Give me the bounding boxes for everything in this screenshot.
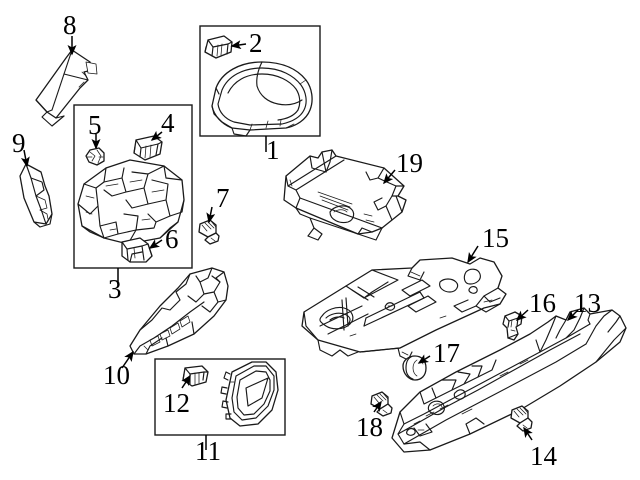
callout-label-2[interactable]: 2 (249, 28, 263, 58)
part-a-pillar-trim-upper (35, 49, 98, 127)
callout-label-14[interactable]: 14 (530, 441, 557, 471)
callout-label-13[interactable]: 13 (574, 288, 601, 318)
part-display-bezel-assembly (220, 361, 279, 427)
callout-label-19[interactable]: 19 (396, 148, 423, 178)
group-box-3 (73, 104, 193, 284)
part-bezel-clip (182, 365, 209, 387)
part-knee-bolster-assembly (77, 159, 185, 245)
callout-label-17[interactable]: 17 (433, 338, 460, 368)
callout-label-3[interactable]: 3 (108, 274, 122, 304)
callout-label-9[interactable]: 9 (12, 128, 26, 158)
callout-label-4[interactable]: 4 (161, 108, 175, 138)
callout-label-15[interactable]: 15 (482, 223, 509, 253)
callout-label-6[interactable]: 6 (165, 224, 179, 254)
part-push-clip (502, 311, 523, 341)
group-box-1 (199, 25, 321, 152)
callout-label-11[interactable]: 11 (195, 436, 221, 466)
part-side-cowl-trim (19, 163, 53, 228)
callout-label-8[interactable]: 8 (63, 10, 77, 40)
group-box-11 (154, 358, 286, 450)
part-bolt (510, 405, 533, 432)
part-bracket-clip (121, 237, 153, 263)
callout-label-7[interactable]: 7 (216, 183, 230, 213)
callout-label-18[interactable]: 18 (356, 412, 383, 442)
part-grommet (85, 147, 105, 166)
part-center-console-side-trim (129, 267, 229, 355)
part-reinforcement-panel (301, 257, 507, 361)
part-retainer-clip (133, 135, 163, 161)
part-cluster-clip (204, 35, 233, 59)
part-lower-instrument-panel-trim (391, 307, 627, 453)
part-nut (402, 355, 427, 381)
part-glove-box-assembly (283, 149, 407, 241)
callout-label-10[interactable]: 10 (103, 360, 130, 390)
part-screw (198, 219, 220, 245)
callout-leaders (20, 36, 579, 441)
callout-label-1[interactable]: 1 (266, 135, 280, 165)
callout-label-16[interactable]: 16 (529, 288, 556, 318)
part-instrument-cluster-assembly (211, 61, 313, 137)
callout-label-12[interactable]: 12 (163, 388, 190, 418)
callout-label-5[interactable]: 5 (88, 110, 102, 140)
